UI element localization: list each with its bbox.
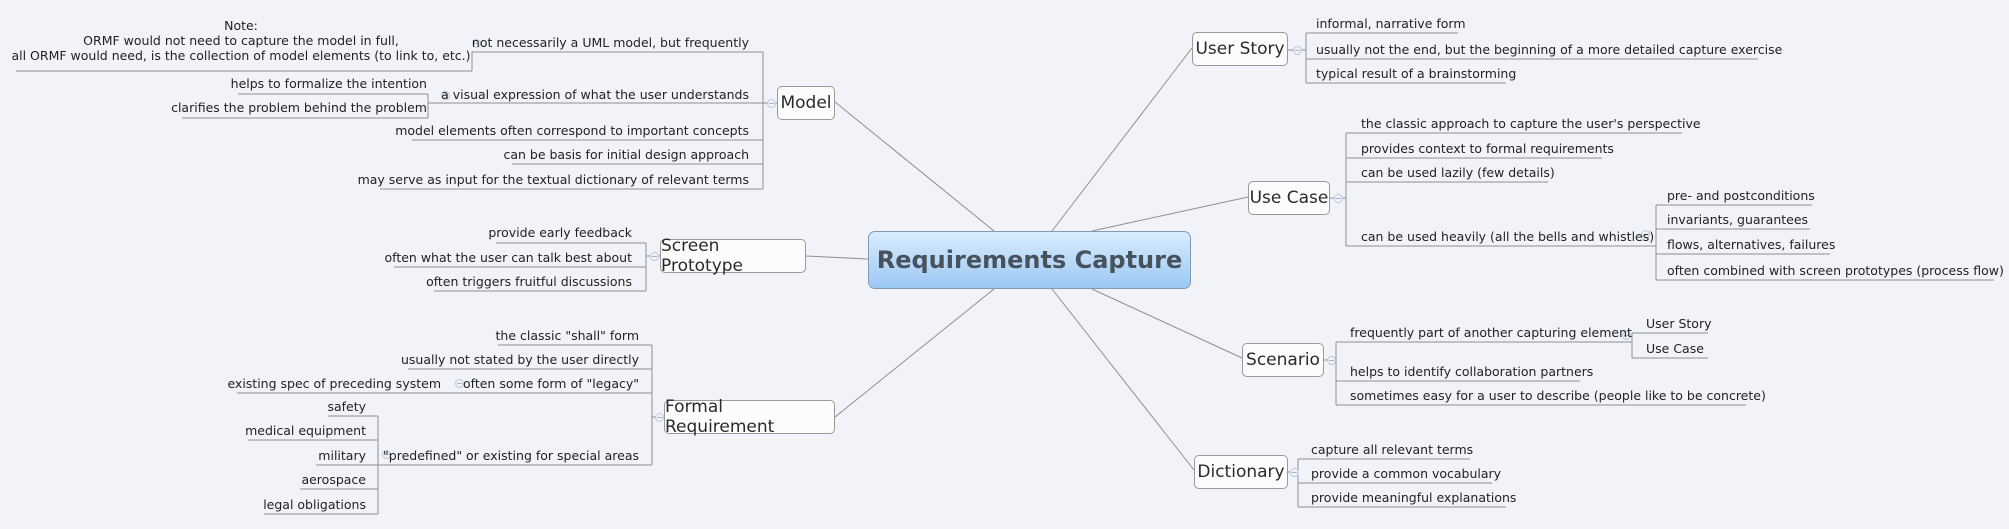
subtopic[interactable]: military: [318, 448, 366, 463]
subtopic[interactable]: sometimes easy for a user to describe (p…: [1350, 388, 1766, 403]
collapse-toggle-icon[interactable]: [1327, 356, 1336, 365]
subtopic[interactable]: capture all relevant terms: [1311, 442, 1474, 457]
subtopic[interactable]: can be used heavily (all the bells and w…: [1361, 229, 1655, 244]
subtopic[interactable]: frequently part of another capturing ele…: [1350, 325, 1632, 340]
collapse-toggle-icon[interactable]: [767, 99, 776, 108]
collapse-toggle-icon[interactable]: [1334, 194, 1343, 203]
subtopic[interactable]: clarifies the problem behind the problem: [171, 100, 427, 115]
central-topic[interactable]: Requirements Capture: [868, 231, 1191, 289]
subtopic[interactable]: may serve as input for the textual dicti…: [357, 172, 749, 187]
subtopic[interactable]: typical result of a brainstorming: [1316, 66, 1517, 81]
collapse-toggle-icon[interactable]: [655, 413, 664, 422]
subtopic[interactable]: legal obligations: [263, 497, 366, 512]
subtopic[interactable]: model elements often correspond to impor…: [395, 123, 749, 138]
subtopic[interactable]: helps to identify collaboration partners: [1350, 364, 1594, 379]
subtopic[interactable]: invariants, guarantees: [1667, 212, 1809, 227]
subtopic[interactable]: provide early feedback: [488, 225, 632, 240]
topic-model[interactable]: Model: [777, 86, 835, 120]
topic-screen-prototype[interactable]: Screen Prototype: [660, 236, 806, 276]
topic-scenario[interactable]: Scenario: [1242, 343, 1324, 377]
note-line: Note:: [224, 18, 258, 33]
subtopic[interactable]: "predefined" or existing for special are…: [383, 448, 639, 463]
topic-use-case[interactable]: Use Case: [1248, 181, 1330, 215]
subtopic[interactable]: medical equipment: [245, 423, 366, 438]
collapse-toggle-icon[interactable]: [441, 91, 450, 100]
topic-dictionary[interactable]: Dictionary: [1194, 455, 1288, 489]
subtopic[interactable]: not necessarily a UML model, but frequen…: [471, 35, 749, 50]
subtopic[interactable]: often combined with screen prototypes (p…: [1667, 263, 2004, 278]
collapse-toggle-icon[interactable]: [382, 450, 391, 459]
collapse-toggle-icon[interactable]: [1290, 468, 1299, 477]
collapse-toggle-icon[interactable]: [1622, 331, 1631, 340]
collapse-toggle-icon[interactable]: [1641, 230, 1650, 239]
subtopic[interactable]: often some form of "legacy": [463, 376, 639, 391]
note-line: all ORMF would need, is the collection o…: [11, 48, 471, 63]
topic-user-story[interactable]: User Story: [1192, 32, 1288, 66]
subtopic[interactable]: provide a common vocabulary: [1311, 466, 1502, 481]
topic-formal-requirement[interactable]: Formal Requirement: [664, 397, 835, 437]
subtopic[interactable]: safety: [327, 399, 366, 414]
subtopic[interactable]: provide meaningful explanations: [1311, 490, 1517, 505]
note-line: ORMF would not need to capture the model…: [83, 33, 399, 48]
subtopic[interactable]: flows, alternatives, failures: [1667, 237, 1836, 252]
subtopic[interactable]: usually not the end, but the beginning o…: [1316, 42, 1783, 57]
subtopic[interactable]: provides context to formal requirements: [1361, 141, 1614, 156]
subtopic[interactable]: the classic approach to capture the user…: [1361, 116, 1701, 131]
subtopic[interactable]: User Story: [1646, 316, 1712, 331]
subtopic[interactable]: the classic "shall" form: [495, 328, 640, 343]
subtopic[interactable]: can be basis for initial design approach: [503, 147, 749, 162]
subtopic[interactable]: informal, narrative form: [1316, 16, 1466, 31]
subtopic[interactable]: a visual expression of what the user und…: [441, 87, 749, 102]
subtopic[interactable]: aerospace: [301, 472, 366, 487]
collapse-toggle-icon[interactable]: [650, 252, 659, 261]
subtopic[interactable]: helps to formalize the intention: [230, 76, 427, 91]
subtopic[interactable]: often what the user can talk best about: [384, 250, 632, 265]
subtopic[interactable]: existing spec of preceding system: [227, 376, 441, 391]
collapse-toggle-icon[interactable]: [455, 379, 464, 388]
model-note[interactable]: Note: ORMF would not need to capture the…: [10, 18, 472, 63]
subtopic[interactable]: often triggers fruitful discussions: [426, 274, 632, 289]
collapse-toggle-icon[interactable]: [1293, 46, 1302, 55]
subtopic[interactable]: usually not stated by the user directly: [401, 352, 639, 367]
subtopic[interactable]: can be used lazily (few details): [1361, 165, 1555, 180]
subtopic[interactable]: pre- and postconditions: [1667, 188, 1815, 203]
subtopic[interactable]: Use Case: [1646, 341, 1704, 356]
collapse-toggle-icon[interactable]: [472, 39, 481, 48]
